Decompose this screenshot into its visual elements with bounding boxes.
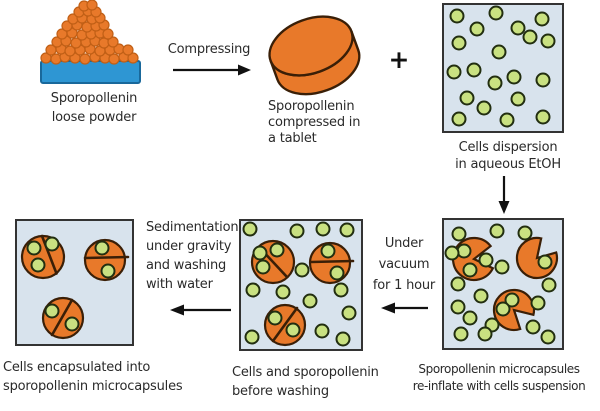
encapsulated-box	[15, 219, 134, 346]
cells-group	[444, 223, 557, 345]
label-under-vacuum: Under vacuum for 1 hour	[372, 236, 436, 293]
dispersion-box	[442, 3, 564, 133]
arrow-down-icon	[498, 176, 510, 214]
label-before-washing: Cells and sporopollenin before washing	[232, 365, 379, 399]
label-compressing: Compressing	[167, 42, 251, 57]
label-reinflate: Sporopollenin microcapsules re-inflate w…	[412, 362, 586, 393]
label-cells-dispersion: Cells dispersion in aqueous EtOH	[455, 140, 561, 172]
cells-group	[26, 236, 116, 332]
plus-sign: +	[388, 45, 410, 74]
tablet-icon	[268, 15, 361, 96]
powder-pile-icon	[40, 0, 139, 65]
tray-icon	[40, 60, 141, 84]
microcapsule-sealed-icon	[263, 303, 307, 347]
arrow-left-icon	[170, 304, 231, 316]
label-tablet: Sporopollenin compressed in a tablet	[268, 99, 361, 146]
cells-group	[242, 221, 357, 347]
microcapsule-sealed-icon	[41, 296, 85, 340]
arrow-left-icon	[381, 302, 428, 314]
reinflate-box	[442, 218, 564, 350]
microcapsule-open-icon	[492, 288, 536, 332]
label-loose-powder: Sporopollenin loose powder	[50, 91, 138, 125]
before-washing-box	[239, 219, 363, 351]
cells-group	[446, 5, 556, 128]
arrow-right-icon	[173, 64, 251, 76]
label-sedimentation: Sedimentation under gravity and washing …	[146, 220, 239, 292]
label-encapsulated: Cells encapsulated into sporopollenin mi…	[3, 360, 183, 394]
